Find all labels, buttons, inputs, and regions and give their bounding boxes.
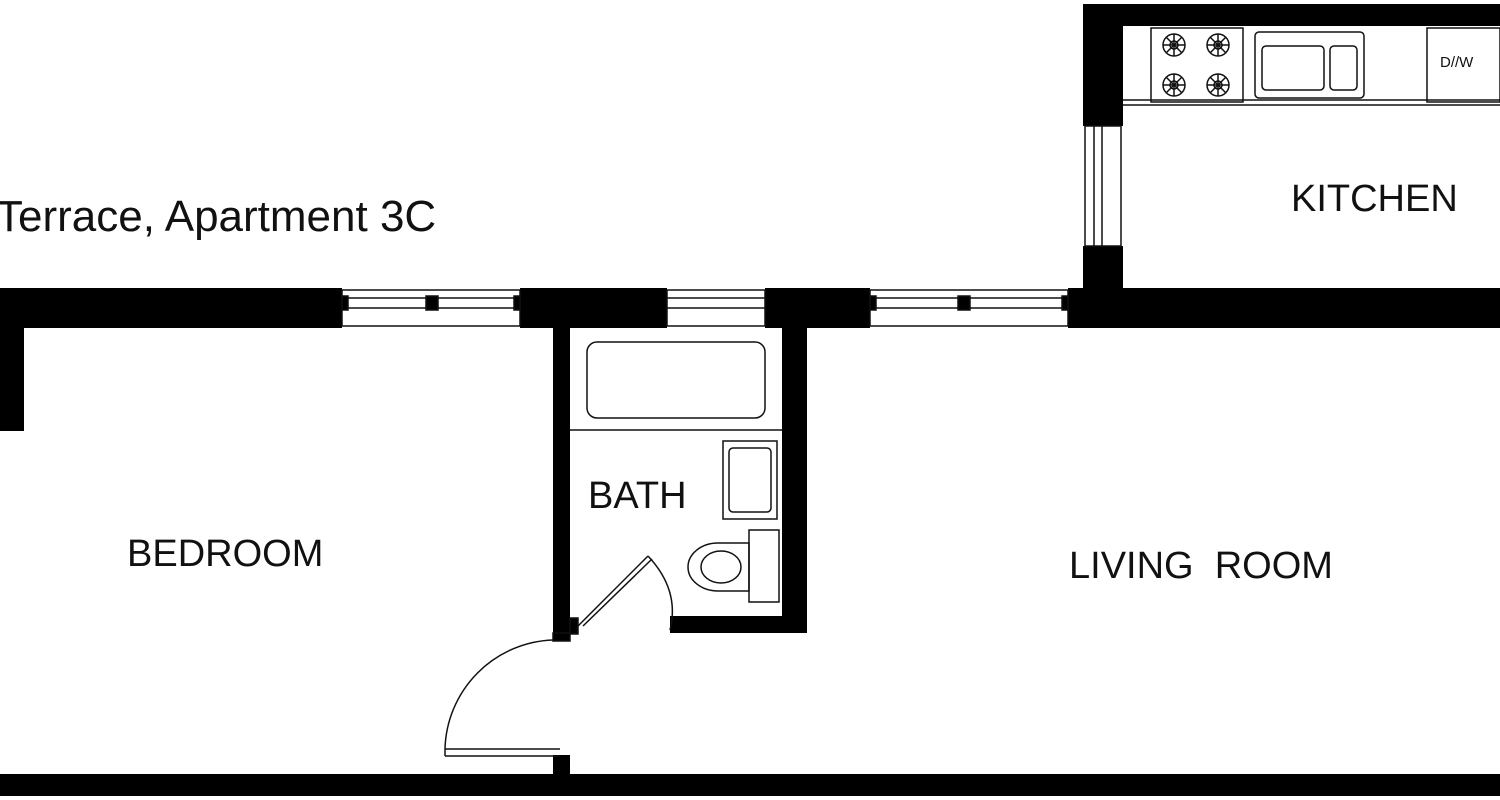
plan-title: Terrace, Apartment 3C: [0, 192, 436, 241]
window-bedroom: [341, 289, 521, 327]
bathtub-icon: [586, 341, 766, 419]
kitchen-counter: [1123, 27, 1500, 106]
wall-upper-segment-3: [765, 288, 870, 328]
wall-bottom-post: [553, 755, 570, 777]
burner-icon: [1162, 33, 1186, 57]
room-label-bedroom: BEDROOM: [127, 533, 323, 575]
bath-fixtures: [570, 341, 782, 603]
windows: [341, 125, 1122, 327]
burner-icon: [1162, 73, 1186, 97]
wall-kitchen-top: [1083, 4, 1500, 26]
wall-bath-left: [553, 328, 570, 640]
wall-left-stub: [0, 325, 24, 431]
wall-bath-right: [782, 328, 807, 633]
wall-bath-bottom: [670, 616, 807, 633]
window-living-room: [869, 289, 1069, 327]
walls: [0, 4, 1500, 796]
room-label-bath: BATH: [588, 475, 687, 517]
bath-door: [569, 555, 674, 635]
kitchen-sink-icon: [1254, 31, 1365, 99]
wall-upper-segment-2: [520, 288, 667, 328]
wall-kitchen-left-lower: [1083, 246, 1123, 308]
burner-icon: [1206, 33, 1230, 57]
bathroom-sink-icon: [722, 440, 778, 520]
bedroom-door: [444, 632, 571, 757]
doors: [444, 555, 674, 757]
dishwasher-label: D//W: [1440, 54, 1474, 71]
window-kitchen: [1084, 125, 1122, 247]
burner-icon: [1206, 73, 1230, 97]
wall-upper-segment-1: [0, 288, 342, 328]
wall-bottom: [0, 774, 1500, 796]
room-label-kitchen: KITCHEN: [1291, 178, 1458, 220]
wall-upper-segment-4: [1068, 288, 1500, 328]
toilet-icon: [687, 529, 780, 603]
dishwasher-icon: [1426, 27, 1500, 103]
stove-icon: [1150, 27, 1244, 103]
room-label-living-room: LIVING ROOM: [1069, 545, 1333, 587]
window-bath: [666, 289, 766, 327]
